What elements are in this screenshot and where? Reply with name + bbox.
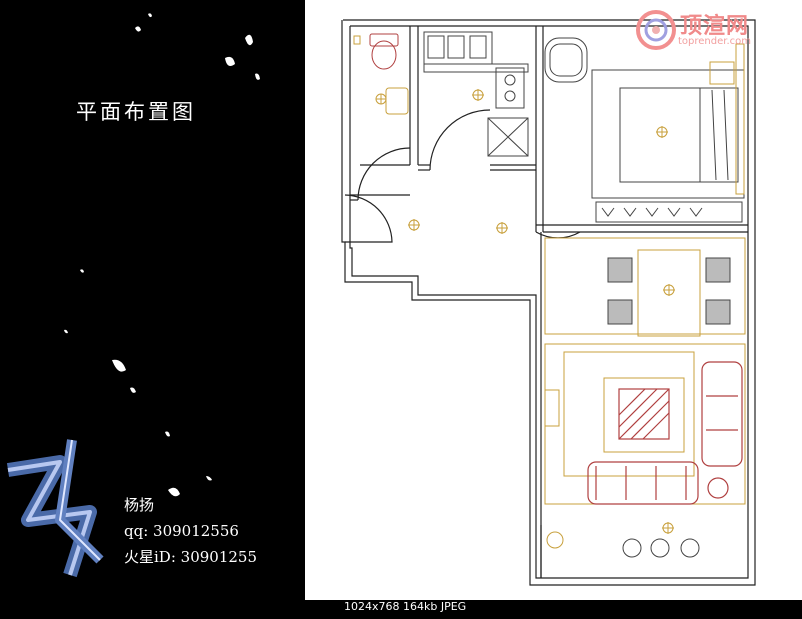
page-title: 平面布置图 [76,100,196,124]
floor-plan-drawing [341,19,756,586]
decorative-background [6,13,260,578]
author-info: 杨扬 qq: 309012556 火星iD: 30901255 [124,492,257,570]
watermark-brand: 顶渲网 [680,14,750,39]
watermark-logo-icon [636,10,676,50]
watermark: 顶渲网 toprender.com [630,6,790,58]
image-info: 1024x768 164kb JPEG [344,600,467,613]
author-name: 杨扬 [124,496,155,514]
author-mars-id: 火星iD: 30901255 [124,548,257,566]
floor-plan: 顶渲网 toprender.com [305,0,802,600]
left-panel: 平面布置图 杨扬 qq: 309012556 火星iD: 30901255 [0,0,305,615]
author-qq: qq: 309012556 [124,522,239,540]
watermark-url: toprender.com [678,36,751,47]
